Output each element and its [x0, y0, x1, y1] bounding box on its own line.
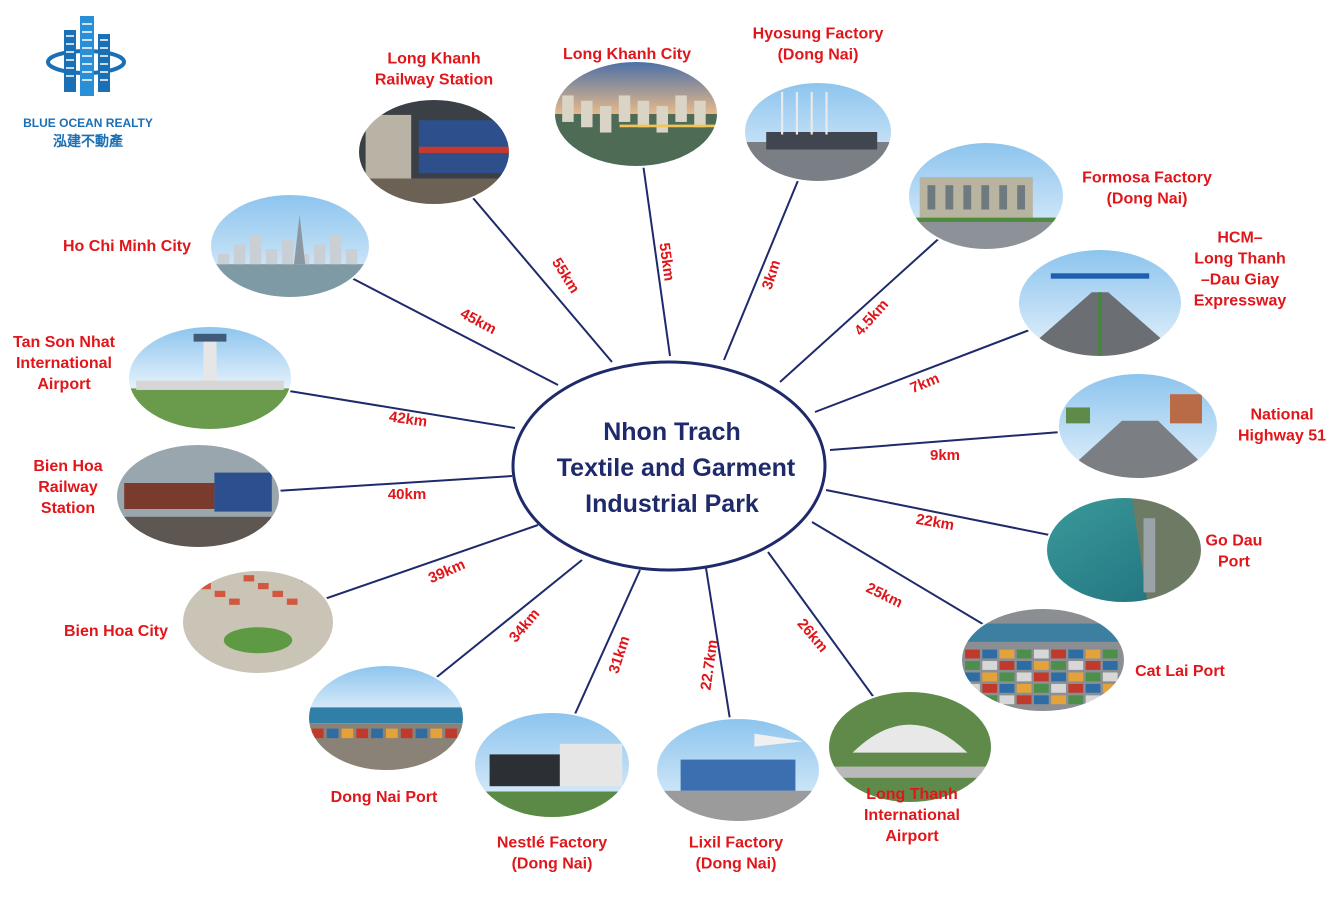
label-national-highway-51-line-1: National: [1250, 407, 1313, 424]
river-port-image: [1046, 497, 1202, 603]
label-national-highway-51-line-2: Highway 51: [1238, 428, 1326, 445]
label-nestle-factory-line-2: (Dong Nai): [512, 856, 593, 873]
distance-bien-hoa-railway-station: 40km: [388, 486, 426, 503]
photo-nestle-factory: [473, 711, 631, 819]
label-long-thanh-international-airport-line-3: Airport: [885, 828, 939, 845]
label-long-thanh-international-airport-line-2: International: [864, 807, 960, 824]
photo-hcm-long-thanh-expressway: [1017, 248, 1183, 358]
label-long-khanh-city-line-1: Long Khanh City: [563, 46, 691, 63]
train-platform-image: [358, 99, 510, 205]
label-tan-son-nhat-airport-line-2: International: [16, 355, 112, 372]
distance-long-khanh-city: 55km: [655, 242, 677, 282]
label-hcm-long-thanh-expressway-line-3: –Dau Giay: [1201, 272, 1279, 289]
center-ellipse: [511, 360, 827, 572]
label-ho-chi-minh-city-line-1: Ho Chi Minh City: [63, 238, 191, 255]
label-hcm-long-thanh-expressway-line-2: Long Thanh: [1194, 251, 1286, 268]
photo-ho-chi-minh-city: [209, 193, 371, 299]
center-hub: Nhon Trach Textile and Garment Industria…: [511, 360, 827, 572]
center-title-line-2: Textile and Garment: [557, 454, 796, 482]
distance-ho-chi-minh-city: 45km: [457, 305, 499, 338]
logo-name: BLUE OCEAN REALTY: [23, 116, 153, 130]
distance-cat-lai-port: 25km: [863, 579, 905, 611]
label-bien-hoa-railway-station-line-3: Station: [41, 500, 95, 517]
airport-terminal-image: [828, 691, 992, 803]
label-long-thanh-international-airport-line-1: Long Thanh: [866, 786, 958, 803]
photo-formosa-factory: [907, 141, 1065, 251]
distance-formosa-factory: 4.5km: [851, 296, 892, 339]
label-go-dau-port-line-1: Go Dau: [1206, 533, 1263, 550]
airport-plane-image: [656, 718, 820, 822]
building-logo-icon: [46, 16, 126, 96]
factory-building-image: [908, 142, 1064, 250]
center-title-line-1: Nhon Trach: [603, 418, 741, 446]
photo-long-khanh-city: [553, 60, 719, 168]
label-tan-son-nhat-airport-line-3: Airport: [37, 376, 91, 393]
label-dong-nai-port-line-1: Dong Nai Port: [331, 789, 438, 806]
photo-long-thanh-international-airport: [827, 690, 993, 804]
label-go-dau-port-line-2: Port: [1218, 554, 1251, 571]
distance-go-dau-port: 22km: [915, 511, 956, 534]
label-hcm-long-thanh-expressway-line-1: HCM–: [1217, 230, 1262, 247]
distance-hyosung-factory: 3km: [759, 258, 784, 292]
logo: BLUE OCEAN REALTY 泓建不動產: [23, 16, 153, 150]
photo-dong-nai-port: [307, 664, 465, 772]
distance-bien-hoa-city: 39km: [426, 556, 468, 587]
photo-go-dau-port: [1045, 496, 1203, 604]
photo-long-khanh-railway-station: [357, 98, 511, 206]
label-formosa-factory-line-2: (Dong Nai): [1107, 191, 1188, 208]
photo-cat-lai-port: [960, 607, 1126, 713]
distance-dong-nai-port: 34km: [506, 605, 544, 645]
distance-lixil-factory: 22.7km: [698, 639, 722, 692]
label-hyosung-factory-line-2: (Dong Nai): [778, 47, 859, 64]
photo-hyosung-factory: [743, 81, 893, 183]
label-bien-hoa-railway-station-line-1: Bien Hoa: [33, 458, 102, 475]
photo-tan-son-nhat-airport: [127, 325, 293, 431]
label-bien-hoa-railway-station-line-2: Railway: [38, 479, 98, 496]
label-lixil-factory-line-1: Lixil Factory: [689, 835, 783, 852]
distance-long-khanh-railway-station: 55km: [548, 255, 583, 297]
label-long-khanh-railway-station-line-2: Railway Station: [375, 72, 493, 89]
container-port-image: [961, 608, 1125, 712]
photo-bien-hoa-city: [181, 569, 335, 675]
label-bien-hoa-city-line-1: Bien Hoa City: [64, 623, 168, 640]
distance-tan-son-nhat-airport: 42km: [388, 408, 428, 430]
label-formosa-factory-line-1: Formosa Factory: [1082, 170, 1212, 187]
center-title-line-3: Industrial Park: [585, 490, 759, 518]
label-hyosung-factory-line-1: Hyosung Factory: [753, 26, 884, 43]
distance-long-thanh-international-airport: 26km: [794, 615, 832, 655]
skyline-image: [210, 194, 370, 298]
label-hcm-long-thanh-expressway-line-4: Expressway: [1194, 293, 1287, 310]
highway-image: [1058, 373, 1218, 479]
distance-national-highway-51: 9km: [930, 447, 960, 464]
photo-lixil-factory: [655, 717, 821, 823]
expressway-image: [1018, 249, 1182, 357]
distance-nestle-factory: 31km: [605, 634, 633, 676]
label-tan-son-nhat-airport-line-1: Tan Son Nhat: [13, 334, 116, 351]
label-long-khanh-railway-station-line-1: Long Khanh: [387, 51, 480, 68]
label-nestle-factory-line-1: Nestlé Factory: [497, 835, 607, 852]
label-cat-lai-port-line-1: Cat Lai Port: [1135, 663, 1225, 680]
logo-subtitle: 泓建不動產: [53, 133, 123, 150]
label-lixil-factory-line-2: (Dong Nai): [696, 856, 777, 873]
photo-national-highway-51: [1057, 372, 1219, 480]
photo-bien-hoa-railway-station: [115, 443, 281, 549]
roundabout-image: [182, 570, 334, 674]
